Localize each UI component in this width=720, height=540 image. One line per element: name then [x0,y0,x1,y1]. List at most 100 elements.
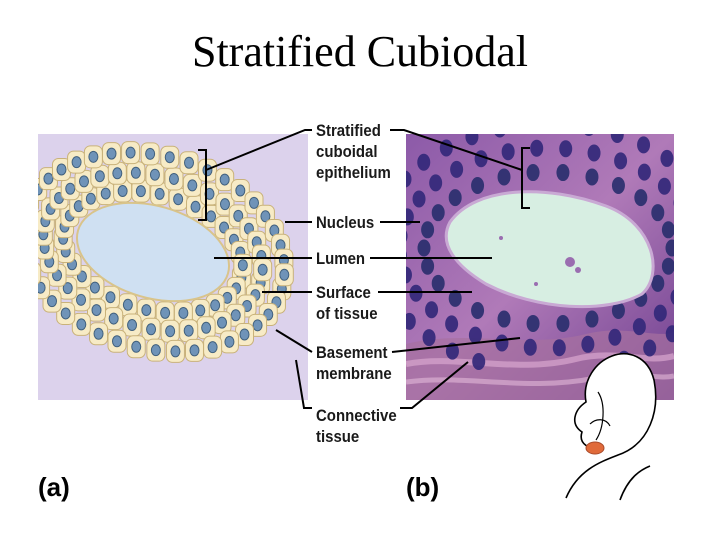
stained-nucleus [417,154,430,171]
stained-nucleus [445,315,458,332]
micrograph-panel [406,134,674,400]
cell-nucleus [280,269,289,280]
stained-nucleus [409,285,422,302]
cell-nucleus [171,346,180,357]
stained-nucleus [556,315,569,332]
cell-nucleus [205,188,214,199]
stained-nucleus [524,339,537,356]
cell-nucleus [72,157,81,168]
cell-nucleus [106,292,115,303]
stained-nucleus [658,178,671,195]
cell-nucleus [118,186,127,197]
stained-nucleus [634,189,647,206]
cell-nucleus [207,211,216,222]
micrograph-image [406,134,674,400]
stained-nucleus [608,329,621,346]
label-surface-of-tissue: Surface of tissue [316,282,378,324]
stained-nucleus [654,305,667,322]
stained-nucleus [498,311,511,328]
stained-nucleus [450,161,463,178]
stained-nucleus [446,343,459,360]
stained-nucleus [475,150,488,167]
stained-nucleus [618,351,631,368]
cuboidal-cell [38,262,41,284]
stained-nucleus [553,339,566,356]
stained-nucleus [559,140,572,157]
cell-nucleus [101,188,110,199]
cell-nucleus [147,324,156,335]
cell-nucleus [184,325,193,336]
stained-nucleus [585,168,598,185]
stained-nucleus [432,275,445,292]
cell-nucleus [38,282,45,293]
cell-nucleus [191,201,200,212]
stained-nucleus [588,144,601,161]
stained-nucleus [527,164,540,181]
label-line: Connective [316,405,397,426]
label-lumen: Lumen [316,248,365,269]
cell-nucleus [128,320,137,331]
cell-nucleus [190,345,199,356]
stained-nucleus [423,329,436,346]
cell-nucleus [90,282,99,293]
cell-nucleus [165,152,174,163]
label-line: of tissue [316,303,378,324]
stained-nucleus [469,327,482,344]
stained-nucleus [633,318,646,335]
cell-nucleus [174,194,183,205]
stained-nucleus [432,204,445,221]
cell-nucleus [48,296,57,307]
stained-nucleus [637,136,650,153]
cell-nucleus [240,329,249,340]
cell-nucleus [123,299,132,310]
stained-nucleus [614,152,627,169]
cell-nucleus [258,264,267,275]
cell-nucleus [238,260,247,271]
stained-nucleus [471,177,484,194]
cell-nucleus [185,157,194,168]
cell-nucleus [146,148,155,159]
cell-nucleus [89,151,98,162]
cell-nucleus [208,342,217,353]
stained-nucleus [440,139,453,156]
cell-nucleus [196,305,205,316]
panel-label-a: (a) [38,472,70,503]
cell-nucleus [107,148,116,159]
cell-nucleus [126,147,135,158]
cell-nucleus [92,305,101,316]
cell-nucleus [220,174,229,185]
cell-nucleus [61,308,70,319]
stained-nucleus [421,258,434,275]
cell-nucleus [142,305,151,316]
stained-nucleus [471,302,484,319]
label-stratified-cuboidal-epithelium: Stratified cuboidal epithelium [316,120,391,183]
stained-nucleus [643,340,656,357]
stained-nucleus [449,189,462,206]
stained-nucleus [612,177,625,194]
cell-nucleus [161,307,170,318]
cell-nucleus [253,320,262,331]
cell-nucleus [202,322,211,333]
cell-nucleus [231,310,240,321]
panel-label-b: (b) [406,472,439,503]
cell-nucleus [131,167,140,178]
label-line: Surface [316,282,378,303]
cell-nucleus [236,185,245,196]
stained-nucleus [425,301,438,318]
cell-nucleus [179,307,188,318]
stained-nucleus [421,221,434,238]
label-line: Basement [316,342,392,363]
label-line: membrane [316,363,392,384]
stained-nucleus [581,336,594,353]
cell-nucleus [151,345,160,356]
cell-nucleus [188,180,197,191]
label-basement-membrane: Basement membrane [316,342,392,384]
cell-nucleus [95,171,104,182]
stained-nucleus [498,168,511,185]
cell-nucleus [249,197,258,208]
label-line: tissue [316,426,397,447]
label-line: cuboidal [316,141,391,162]
stained-nucleus [449,290,462,307]
stained-nucleus [429,174,442,191]
stained-nucleus [530,140,543,157]
